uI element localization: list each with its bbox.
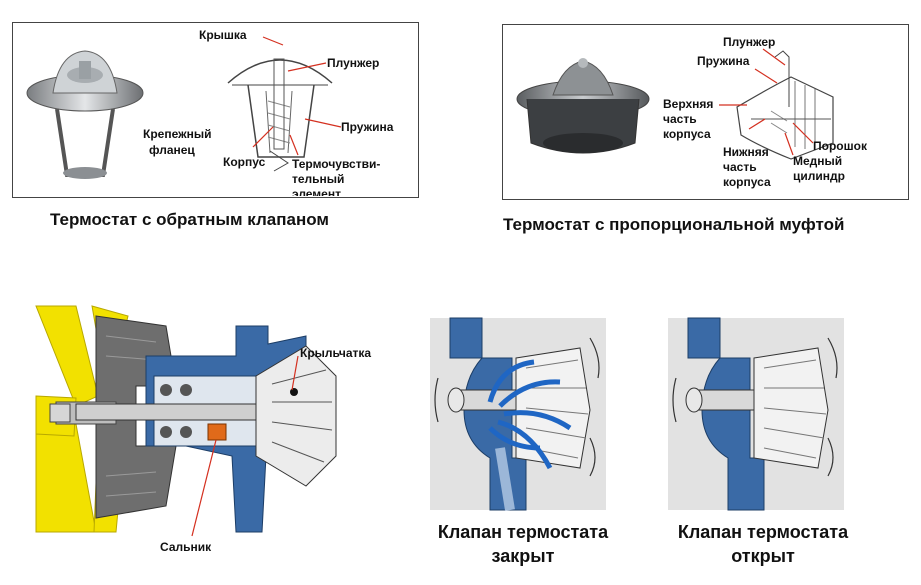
label-powder: Порошок: [813, 139, 867, 153]
label-copper-1: Медный: [793, 154, 843, 168]
label-upper-2: часть: [663, 112, 697, 126]
thermostat-check-valve-panel: Крышка Плунжер Крепежный фланец Пружина …: [12, 22, 419, 198]
water-pump-cutaway: [35, 305, 337, 533]
thermostat-proportional-panel: Плунжер Пружина Верхняя часть корпуса Ни…: [502, 24, 909, 200]
label-impeller: Крыльчатка: [300, 346, 372, 360]
label-copper-2: цилиндр: [793, 169, 845, 183]
thermostat-cutaway-drawing: [227, 58, 333, 172]
label-cap: Крышка: [199, 28, 247, 42]
leader-lower-b: [748, 118, 766, 130]
leader-sensor: [289, 134, 299, 156]
valve-open-illustration: [668, 317, 844, 511]
caption-valve-closed-1: Клапан термостата: [437, 522, 609, 542]
caption-valve-closed: Клапан термостата закрыт: [418, 520, 628, 568]
leader-spring: [304, 118, 342, 128]
label-upper-3: корпуса: [663, 127, 711, 141]
label-lower-2: часть: [723, 160, 757, 174]
leader-lines-b: [719, 48, 814, 156]
label-seal: Сальник: [160, 540, 212, 554]
flow-arrows: [487, 359, 572, 470]
leader-copper-b: [784, 132, 794, 156]
label-upper-1: Верхняя: [663, 97, 714, 111]
leader-spring-b: [754, 68, 778, 84]
label-flange: Крепежный: [143, 127, 212, 141]
caption-valve-closed-2: закрыт: [491, 546, 555, 566]
leader-plunger: [287, 62, 327, 72]
leader-lines-a: [252, 36, 342, 156]
rotation-arrows: [434, 337, 600, 477]
leader-body: [252, 126, 274, 148]
label-lower-3: корпуса: [723, 175, 771, 189]
label-body: Корпус: [223, 155, 266, 169]
caption-valve-open-2: открыт: [731, 546, 795, 566]
label-spring: Пружина: [341, 120, 394, 134]
leader-cap: [262, 36, 284, 46]
leader-plunger-b: [762, 48, 786, 66]
caption-valve-open: Клапан термостата открыт: [658, 520, 868, 568]
label-sensor-2: тельный: [292, 172, 345, 186]
leader-impeller: [291, 355, 299, 391]
label-spring-b: Пружина: [697, 54, 750, 68]
label-flange-2: фланец: [149, 143, 195, 157]
thermostat-photo: [26, 50, 144, 179]
label-sensor-3: элемент: [292, 187, 341, 196]
caption-valve-open-1: Клапан термостата: [677, 522, 849, 542]
rotation-arrows-open: [672, 337, 838, 477]
label-plunger: Плунжер: [327, 56, 380, 70]
leader-seal: [191, 439, 217, 537]
caption-check-valve: Термостат с обратным клапаном: [50, 210, 329, 229]
thermostat-photo-b: [516, 58, 650, 154]
label-sensor: Термочувстви-: [292, 157, 381, 171]
leader-powder-b: [792, 122, 814, 144]
seal-part: [207, 423, 227, 441]
caption-proportional: Термостат с пропорциональной муфтой: [503, 215, 845, 234]
label-sensor-clip: элемент: [292, 187, 382, 196]
valve-closed-illustration: [430, 317, 606, 511]
label-lower-1: Нижняя: [723, 145, 769, 159]
bearings: [160, 384, 192, 438]
label-plunger-b: Плунжер: [723, 35, 776, 49]
